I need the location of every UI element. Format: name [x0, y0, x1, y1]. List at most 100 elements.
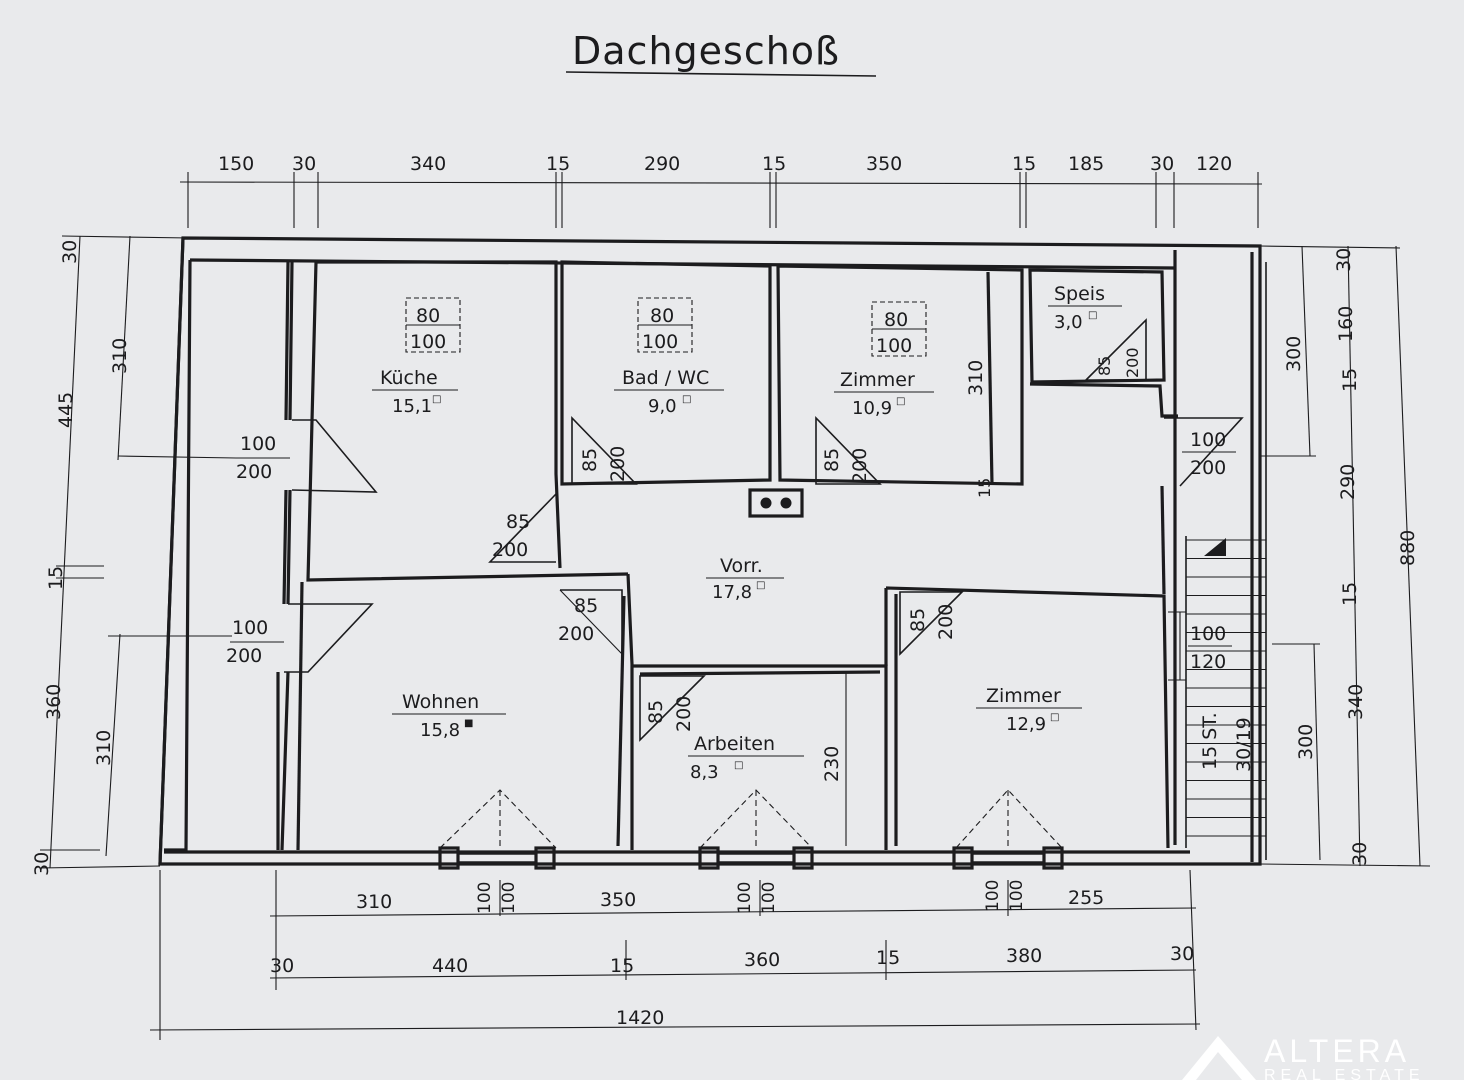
- door-arbeiten: 85 200: [639, 675, 706, 742]
- svg-text:□: □: [896, 396, 905, 407]
- svg-text:30: 30: [270, 955, 294, 977]
- svg-text:100: 100: [735, 882, 755, 914]
- height-zimmer1: 310: [965, 360, 987, 396]
- svg-text:200: 200: [673, 696, 695, 732]
- svg-text:100: 100: [876, 335, 912, 357]
- svg-text:380: 380: [1006, 945, 1042, 967]
- svg-text:100: 100: [240, 433, 276, 455]
- svg-text:85: 85: [574, 595, 598, 617]
- top-dim-label: 185: [1068, 153, 1104, 175]
- svg-text:85: 85: [1095, 356, 1114, 376]
- staircase: [1186, 539, 1266, 837]
- left-dimensions: 30 445 310 15 360 310 30: [31, 235, 237, 876]
- interior-walls: [276, 260, 1267, 860]
- svg-text:15: 15: [1339, 368, 1361, 392]
- svg-text:85: 85: [821, 448, 843, 472]
- stair-size: 30/19: [1233, 717, 1255, 772]
- chimney: [748, 488, 804, 518]
- right-dimensions: 30 160 15 300 290 15 340 300 30 880: [1259, 245, 1431, 867]
- svg-text:310: 310: [93, 730, 115, 766]
- skylight-zimmer: 80 100: [871, 301, 927, 357]
- altera-logo: ALTERA REAL ESTATE: [1182, 1033, 1425, 1080]
- room-area-kueche: 15,1: [392, 396, 432, 417]
- top-dim-label: 15: [762, 153, 786, 175]
- svg-text:290: 290: [1337, 464, 1359, 500]
- svg-text:200: 200: [1123, 347, 1142, 378]
- room-name-kueche: Küche: [380, 367, 438, 389]
- svg-text:100: 100: [499, 882, 519, 914]
- top-dim-label: 15: [546, 153, 570, 175]
- svg-text:445: 445: [55, 392, 77, 428]
- svg-text:80: 80: [416, 305, 440, 327]
- door-zimmer2: 85 200: [899, 591, 964, 656]
- svg-text:□: □: [432, 394, 441, 405]
- svg-text:85: 85: [506, 511, 530, 533]
- svg-text:120: 120: [1190, 651, 1226, 673]
- svg-text:350: 350: [600, 889, 636, 911]
- svg-text:200: 200: [492, 539, 528, 561]
- svg-text:310: 310: [356, 891, 392, 913]
- svg-text:□: □: [1088, 310, 1097, 321]
- room-area-vorr: 17,8: [712, 582, 752, 603]
- svg-text:30: 30: [31, 852, 53, 876]
- plan-title: Dachgeschoß: [572, 29, 840, 73]
- svg-text:200: 200: [935, 604, 957, 640]
- svg-text:30: 30: [59, 240, 81, 264]
- svg-text:■: ■: [464, 718, 473, 729]
- top-dim-label: 340: [410, 153, 446, 175]
- svg-text:30: 30: [1170, 943, 1194, 965]
- room-name-zimmer1: Zimmer: [840, 369, 915, 391]
- svg-text:15: 15: [610, 955, 634, 977]
- skylight-bad: 80 100: [637, 297, 693, 353]
- svg-text:100: 100: [1190, 429, 1226, 451]
- svg-text:100: 100: [232, 617, 268, 639]
- svg-text:200: 200: [236, 461, 272, 483]
- room-name-bad: Bad / WC: [622, 367, 709, 389]
- svg-text:300: 300: [1283, 336, 1305, 372]
- top-dim-label: 350: [866, 153, 902, 175]
- top-dim-label: 30: [292, 153, 316, 175]
- door-bad: 85 200: [571, 416, 638, 485]
- bottom-windows: [438, 789, 1064, 870]
- svg-text:□: □: [734, 760, 743, 771]
- svg-text:80: 80: [650, 305, 674, 327]
- door-zimmer1: 85 200: [815, 416, 882, 485]
- skylight-kueche: 80 100: [405, 297, 461, 353]
- room-area-speis: 3,0: [1054, 312, 1083, 333]
- svg-text:200: 200: [226, 645, 262, 667]
- svg-text:255: 255: [1068, 887, 1104, 909]
- svg-text:360: 360: [43, 684, 65, 720]
- svg-text:100: 100: [1007, 880, 1027, 912]
- door-stair-upper: 100 200: [1164, 417, 1244, 487]
- svg-text:□: □: [1050, 712, 1059, 723]
- stair-steps: 15 ST.: [1199, 712, 1221, 770]
- svg-text:100: 100: [983, 880, 1003, 912]
- svg-text:15: 15: [45, 566, 67, 590]
- svg-text:200: 200: [1190, 457, 1226, 479]
- svg-text:ALTERA: ALTERA: [1264, 1033, 1410, 1069]
- svg-text:200: 200: [558, 623, 594, 645]
- door-zimmer2-stair: 100 120: [1168, 611, 1232, 681]
- svg-text:85: 85: [907, 608, 929, 632]
- door-wohnen-vorr: 85 200: [558, 589, 623, 655]
- bottom-dimensions: 310 350 255 30 440 15 360 15 380 30 1420…: [149, 869, 1201, 1040]
- door-kueche: 100 200: [236, 419, 378, 493]
- room-name-zimmer2: Zimmer: [986, 685, 1061, 707]
- svg-text:340: 340: [1345, 684, 1367, 720]
- svg-text:REAL ESTATE: REAL ESTATE: [1264, 1067, 1425, 1080]
- top-dim-label: 30: [1150, 153, 1174, 175]
- top-dim-label: 15: [1012, 153, 1036, 175]
- room-area-zimmer2: 12,9: [1006, 714, 1046, 735]
- height-arbeiten: 230: [821, 746, 843, 782]
- svg-text:85: 85: [579, 448, 601, 472]
- svg-text:100: 100: [759, 882, 779, 914]
- door-kueche-vorr: 85 200: [488, 493, 557, 563]
- room-name-arbeiten: Arbeiten: [694, 733, 775, 755]
- room-area-wohnen: 15,8: [420, 720, 460, 741]
- room-area-arbeiten: 8,3: [690, 762, 719, 783]
- door-wohnen: 100 200: [226, 603, 374, 673]
- svg-text:□: □: [682, 394, 691, 405]
- svg-text:30: 30: [1333, 248, 1355, 272]
- svg-text:100: 100: [410, 331, 446, 353]
